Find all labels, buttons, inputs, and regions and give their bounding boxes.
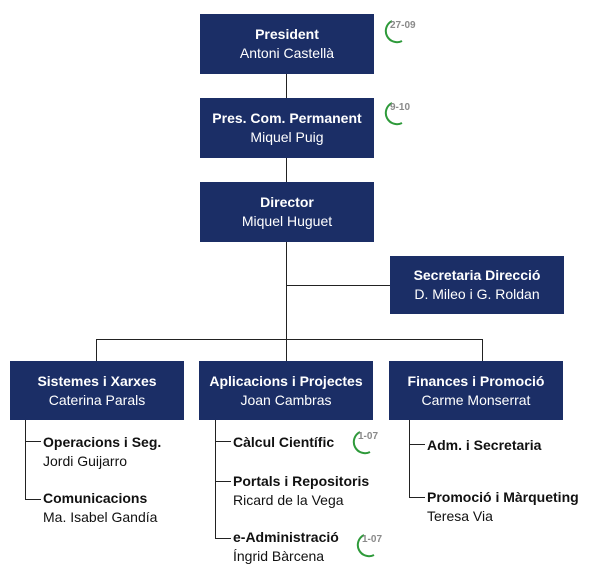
unit-title: Promoció i Màrqueting [427, 489, 579, 505]
connector-dept-1 [96, 339, 97, 361]
department-head: Joan Cambras [240, 391, 332, 408]
dept1-tick-2 [25, 499, 41, 500]
permanent-committee-box: Pres. Com. Permanent Miquel Puig [200, 98, 374, 158]
department-box-systems: Sistemes i Xarxes Caterina Parals [10, 361, 184, 420]
arc-icon [356, 534, 375, 558]
department-head: Carme Monserrat [421, 391, 531, 408]
unit-communications: Comunicacions Ma. Isabel Gandía [43, 489, 157, 527]
dept2-tick-2 [215, 481, 231, 482]
dept3-tick-2 [409, 497, 425, 498]
unit-title: Operacions i Seg. [43, 434, 162, 450]
director-name: Miquel Huguet [241, 213, 333, 229]
e-administration-badge: 1-07 [356, 532, 396, 558]
unit-title: Portals i Repositoris [233, 473, 370, 489]
unit-title: Comunicacions [43, 490, 148, 506]
unit-head: Ma. Isabel Gandía [43, 509, 158, 525]
unit-title: e-Administració [233, 529, 339, 545]
unit-head: Íngrid Bàrcena [233, 548, 325, 564]
dept2-vertical-line [215, 420, 216, 539]
unit-scientific-computing: Càlcul Científic [233, 433, 334, 452]
department-box-finance: Finances i Promoció Carme Monserrat [389, 361, 563, 420]
connector-president-committee [286, 74, 287, 98]
president-date-badge: 27-09 [384, 18, 424, 44]
connector-committee-director [286, 158, 287, 182]
dept2-tick-1 [215, 441, 231, 442]
unit-title: Adm. i Secretaria [427, 437, 542, 453]
connector-dept-2 [286, 339, 287, 361]
connector-director-trunk [286, 242, 287, 339]
connector-secretariat [286, 285, 390, 286]
arc-icon [384, 102, 403, 126]
president-title: President [255, 26, 319, 42]
unit-e-administration: e-Administració Íngrid Bàrcena [233, 528, 339, 566]
director-box: Director Miquel Huguet [200, 182, 374, 242]
director-title: Director [260, 194, 314, 210]
committee-name: Miquel Puig [250, 129, 324, 145]
unit-administration: Adm. i Secretaria [427, 436, 541, 455]
connector-dept-3 [482, 339, 483, 361]
dept1-tick-1 [25, 441, 41, 442]
dept3-tick-1 [409, 444, 425, 445]
secretariat-name: D. Mileo i G. Roldan [414, 286, 540, 302]
department-title: Finances i Promoció [407, 372, 545, 389]
unit-head: Ricard de la Vega [233, 492, 344, 508]
dept3-vertical-line [409, 420, 410, 498]
unit-promotion-marketing: Promoció i Màrqueting Teresa Via [427, 488, 579, 526]
committee-date-badge: 9-10 [384, 100, 424, 126]
unit-operations: Operacions i Seg. Jordi Guijarro [43, 433, 161, 471]
president-name: Antoni Castellà [239, 45, 335, 61]
unit-title: Càlcul Científic [233, 434, 335, 450]
department-box-applications: Aplicacions i Projectes Joan Cambras [199, 361, 373, 420]
unit-head: Teresa Via [427, 508, 493, 524]
department-head: Caterina Parals [48, 391, 146, 408]
president-box: President Antoni Castellà [200, 14, 374, 74]
scientific-computing-badge: 1-07 [352, 429, 392, 455]
connector-departments-bar [96, 339, 482, 340]
secretariat-title: Secretaria Direcció [413, 267, 541, 283]
dept2-tick-3 [215, 538, 231, 539]
arc-icon [352, 431, 371, 455]
dept1-vertical-line [25, 420, 26, 500]
department-title: Sistemes i Xarxes [37, 372, 157, 389]
department-title: Aplicacions i Projectes [209, 372, 363, 389]
unit-head: Jordi Guijarro [43, 453, 128, 469]
arc-icon [384, 20, 403, 44]
unit-portals-repositories: Portals i Repositoris Ricard de la Vega [233, 472, 369, 510]
secretariat-box: Secretaria Direcció D. Mileo i G. Roldan [390, 256, 564, 314]
committee-title: Pres. Com. Permanent [212, 110, 362, 126]
